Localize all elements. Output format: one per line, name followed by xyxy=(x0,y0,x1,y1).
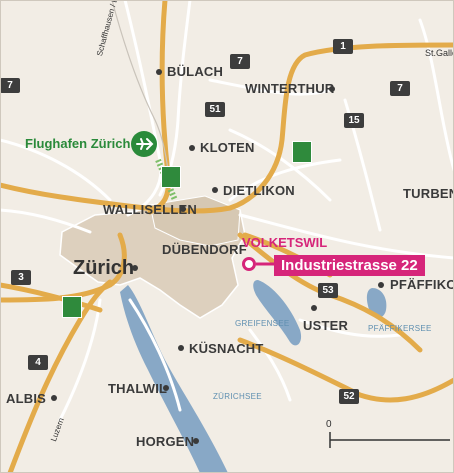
scale-zero: 0 xyxy=(326,419,332,430)
place-bulach[interactable]: BÜLACH xyxy=(167,64,224,79)
location-marker[interactable] xyxy=(242,257,256,271)
place-dubendorf[interactable]: DÜBENDORF xyxy=(162,242,247,257)
place-dot xyxy=(212,187,218,193)
place-dot xyxy=(180,206,186,212)
lake-label-greifensee: GREIFENSEE xyxy=(235,319,290,328)
scale-bar xyxy=(329,432,450,448)
road-shield-4: 4 xyxy=(28,355,48,370)
place-dietlikon[interactable]: DIETLIKON xyxy=(223,183,295,198)
place-dot xyxy=(193,438,199,444)
road-a1-east xyxy=(227,42,454,211)
road-shield-52: 52 xyxy=(339,389,359,404)
lake-pfaffikersee xyxy=(366,288,387,318)
road-shield-51: 51 xyxy=(205,102,225,117)
place-dot xyxy=(178,345,184,351)
place-dot xyxy=(378,282,384,288)
road-shield-3: 3 xyxy=(11,270,31,285)
road-shield-15: 15 xyxy=(344,113,364,128)
place-dot xyxy=(311,305,317,311)
place-albis[interactable]: ALBIS xyxy=(6,391,46,406)
place-winterthur[interactable]: WINTERTHUR xyxy=(245,81,335,96)
place-zurich[interactable]: Zürich xyxy=(73,257,135,279)
road-shield-53: 53 xyxy=(318,283,338,298)
place-dot xyxy=(132,265,138,271)
motorway-icon xyxy=(161,166,181,188)
place-uster[interactable]: USTER xyxy=(303,318,349,333)
motorway-icon xyxy=(292,141,312,163)
place-dot xyxy=(163,385,169,391)
place-thalwil[interactable]: THALWIL xyxy=(108,381,168,396)
address-label[interactable]: Industriestrasse 22 xyxy=(274,255,425,276)
place-horgen[interactable]: HORGEN xyxy=(136,434,195,449)
address-connector xyxy=(256,262,276,266)
road-shield-7: 7 xyxy=(390,81,410,96)
road-shield-7: 7 xyxy=(0,78,20,93)
place-kloten[interactable]: KLOTEN xyxy=(200,140,255,155)
road-schaffhausen xyxy=(111,0,169,171)
place-kusnacht[interactable]: KÜSNACHT xyxy=(189,341,264,356)
road-shield-1: 1 xyxy=(333,39,353,54)
airplane-icon[interactable] xyxy=(131,131,157,157)
road-north xyxy=(147,0,171,215)
place-turbenthal[interactable]: TURBENT xyxy=(403,186,454,201)
road-a4 xyxy=(7,279,113,473)
airport-label: Flughafen Zürich xyxy=(25,136,131,151)
lake-label-zurichsee: ZÜRICHSEE xyxy=(213,392,262,401)
road-a52 xyxy=(237,337,454,403)
place-dot xyxy=(329,86,335,92)
place-dot xyxy=(51,395,57,401)
place-wallisellen[interactable]: WALLISELLEN xyxy=(103,202,197,217)
place-volketswil[interactable]: VOLKETSWIL xyxy=(242,235,328,250)
lake-zurichsee xyxy=(120,285,228,473)
place-st-gallen[interactable]: St.Gallen xyxy=(425,48,454,58)
lake-label-pfaffikersee: PFÄFFIKERSEE xyxy=(368,324,432,333)
road-a1-west xyxy=(0,182,233,214)
place-dot xyxy=(156,69,162,75)
motorway-icon xyxy=(62,296,82,318)
road-shield-7: 7 xyxy=(230,54,250,69)
lake-greifensee xyxy=(253,280,302,346)
place-dot xyxy=(189,145,195,151)
place-pfaffikon[interactable]: PFÄFFIKON xyxy=(390,277,454,292)
